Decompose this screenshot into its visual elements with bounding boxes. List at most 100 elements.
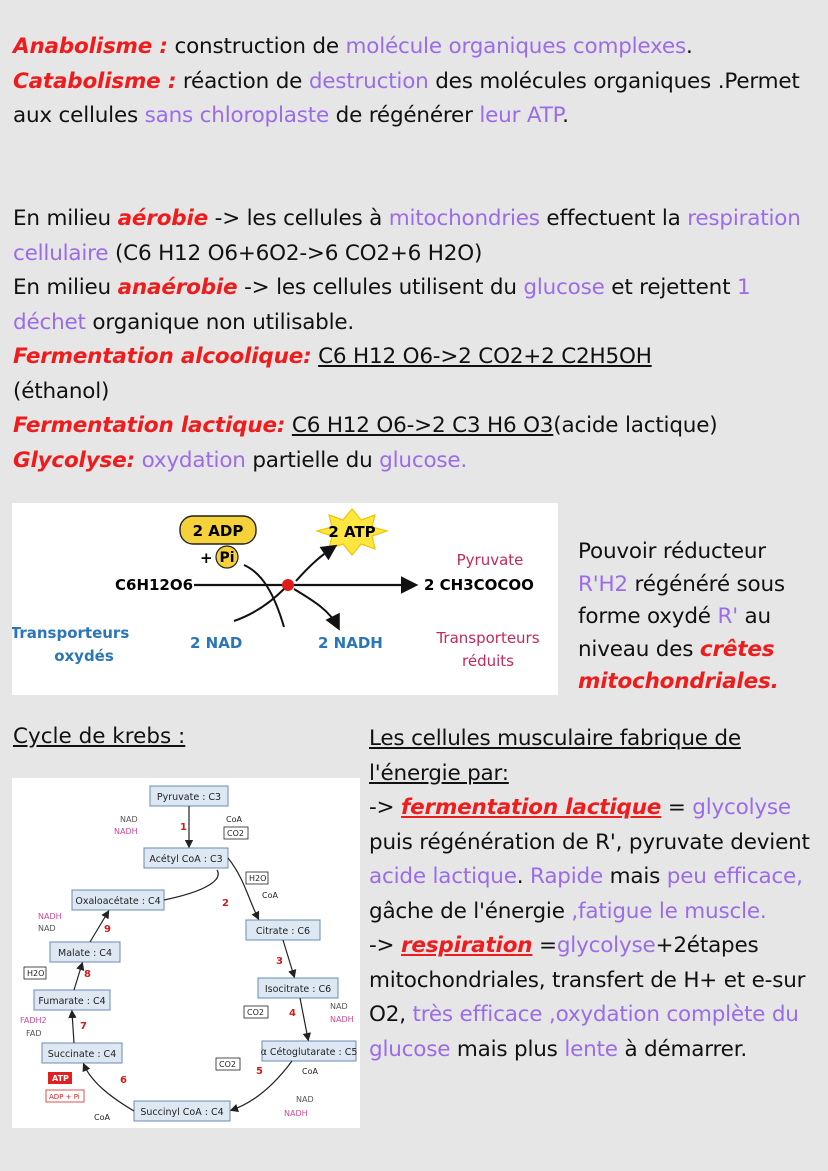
- nadh-5: NADH: [284, 1109, 308, 1118]
- text: des molécules organiques .Permet aux cel…: [13, 68, 800, 129]
- nadh-1: NADH: [114, 827, 138, 836]
- highlight: R'H2: [578, 571, 628, 597]
- highlight: mitochondries: [388, 206, 540, 231]
- text: partielle du: [245, 447, 380, 473]
- aerobie-term: aérobie: [117, 206, 209, 231]
- text: ->: [369, 933, 402, 958]
- highlight: lente: [564, 1036, 618, 1062]
- text: construction de: [167, 34, 346, 59]
- colon: :: [126, 447, 136, 473]
- oxidized-carriers-line1: Transporteurs: [12, 624, 129, 642]
- co2-1-box: [223, 826, 249, 840]
- h2o-2: H2O: [249, 874, 266, 883]
- adp-pi-6: ADP + Pi: [49, 1093, 80, 1101]
- highlight: glycolyse: [556, 933, 656, 958]
- cretes-term: crêtes mitochondriales.: [578, 636, 779, 695]
- pyruvate-label: Pyruvate : C3: [157, 792, 221, 803]
- nad-curve: [233, 588, 285, 622]
- adp-badge: [179, 515, 257, 545]
- glucose-formula: C6H12O6: [115, 576, 193, 594]
- text: au niveau des: [578, 604, 771, 662]
- anabolisme-term: Anabolisme :: [13, 34, 168, 59]
- adp-pi-box: [45, 1089, 85, 1103]
- anaerobie-term: anaérobie: [117, 275, 238, 300]
- step-9: 9: [104, 924, 111, 935]
- text: réaction de: [176, 68, 309, 94]
- text: .: [685, 34, 693, 59]
- arrow-4: [299, 997, 311, 1042]
- nadh-9: NADH: [38, 912, 62, 921]
- step-4: 4: [289, 1008, 296, 1019]
- h2o-8: H2O: [27, 969, 44, 978]
- highlight: 1 déchet: [13, 275, 751, 335]
- co2-5-box: [215, 1057, 241, 1071]
- definitions-paragraph: Anabolisme : construction de molécule or…: [13, 30, 819, 134]
- arrow-5: [229, 1060, 293, 1112]
- step-1: 1: [180, 822, 187, 833]
- text: régénéré sous forme oxydé: [578, 571, 785, 630]
- highlight: glycolyse: [692, 795, 791, 820]
- h2o-2-box: [245, 871, 269, 885]
- step-8: 8: [84, 969, 91, 980]
- highlight: glucose.: [379, 447, 468, 473]
- glycolyse-term: Glycolyse: [13, 447, 127, 473]
- equation: C6 H12 O6->2 CO2+2 C2H5OH: [318, 344, 652, 369]
- fermentation-lactique-term: Fermentation lactique: [13, 413, 277, 438]
- highlight: glucose: [523, 275, 605, 300]
- krebs-diagram: Pyruvate : C3 Acétyl CoA : C3 Oxaloacéta…: [12, 778, 360, 1128]
- text: .: [516, 864, 531, 889]
- fadh2-7: FADH2: [20, 1016, 47, 1025]
- krebs-title: Cycle de krebs :: [13, 724, 186, 749]
- succinate-label: Succinate : C4: [48, 1049, 116, 1060]
- text: En milieu: [13, 275, 118, 300]
- text: puis régénération de R', pyruvate devien…: [369, 829, 810, 855]
- nad-5: NAD: [296, 1095, 314, 1104]
- adp-label: 2 ADP: [193, 522, 244, 540]
- isocitrate-label: Isocitrate : C6: [265, 984, 331, 995]
- reaction-dot: [282, 579, 294, 591]
- text: +2étapes mitochondriales, transfert de H…: [369, 933, 806, 1027]
- coa-5: CoA: [302, 1067, 318, 1076]
- step-3: 3: [276, 956, 283, 967]
- colon: :: [276, 413, 286, 438]
- pi-label: Pi: [219, 550, 234, 566]
- fad-7: FAD: [26, 1029, 42, 1038]
- nad-9: NAD: [38, 924, 56, 933]
- coa-2: CoA: [262, 891, 278, 900]
- text: =: [661, 795, 693, 820]
- muscle-energy-text: Les cellules musculaire fabrique de l'én…: [369, 722, 819, 1067]
- highlight: molécule organiques complexes: [345, 34, 687, 59]
- muscle-title: Les cellules musculaire fabrique de l'én…: [369, 726, 741, 786]
- oxidized-carriers-line2: oxydés: [54, 647, 114, 665]
- krebs-svg: Pyruvate : C3 Acétyl CoA : C3 Oxaloacéta…: [20, 785, 357, 1122]
- succinate-box: [41, 1042, 123, 1064]
- pyruvate-label: Pyruvate: [457, 551, 524, 569]
- text: et rejettent: [604, 275, 737, 300]
- nadh-label: 2 NADH: [318, 634, 383, 652]
- fumarate-label: Fumarate : C4: [38, 996, 105, 1007]
- malate-label: Malate : C4: [58, 948, 112, 959]
- arrow-9: [89, 909, 110, 943]
- text: gâche de l'énergie: [369, 898, 572, 924]
- atp-label: 2 ATP: [328, 523, 375, 541]
- highlight: destruction: [308, 68, 429, 94]
- text: En milieu: [13, 206, 118, 231]
- co2-4: CO2: [247, 1008, 264, 1017]
- nad-4: NAD: [330, 1002, 348, 1011]
- h2o-8-box: [23, 966, 47, 980]
- catabolisme-term: Catabolisme :: [13, 68, 177, 94]
- fermentation-lactique-term: fermentation lactique: [401, 795, 662, 820]
- highlight: oxydation: [141, 447, 246, 473]
- text: -> les cellules à: [208, 206, 389, 231]
- glycolysis-svg: 2 ADP + Pi 2 ATP C6H12O6 Pyruvate 2 CH3C…: [11, 508, 540, 670]
- atp-6: ATP: [52, 1074, 69, 1083]
- text: Pouvoir réducteur: [578, 539, 766, 564]
- highlight: Rapide: [530, 864, 603, 889]
- note: (éthanol): [13, 378, 110, 404]
- malate-box: [49, 941, 121, 963]
- co2-5: CO2: [219, 1060, 236, 1069]
- note: (acide lactique): [553, 413, 718, 438]
- highlight: très efficace ,oxydation complète du glu…: [369, 1002, 799, 1062]
- step-7: 7: [80, 1021, 87, 1032]
- arrow-3: [282, 939, 297, 979]
